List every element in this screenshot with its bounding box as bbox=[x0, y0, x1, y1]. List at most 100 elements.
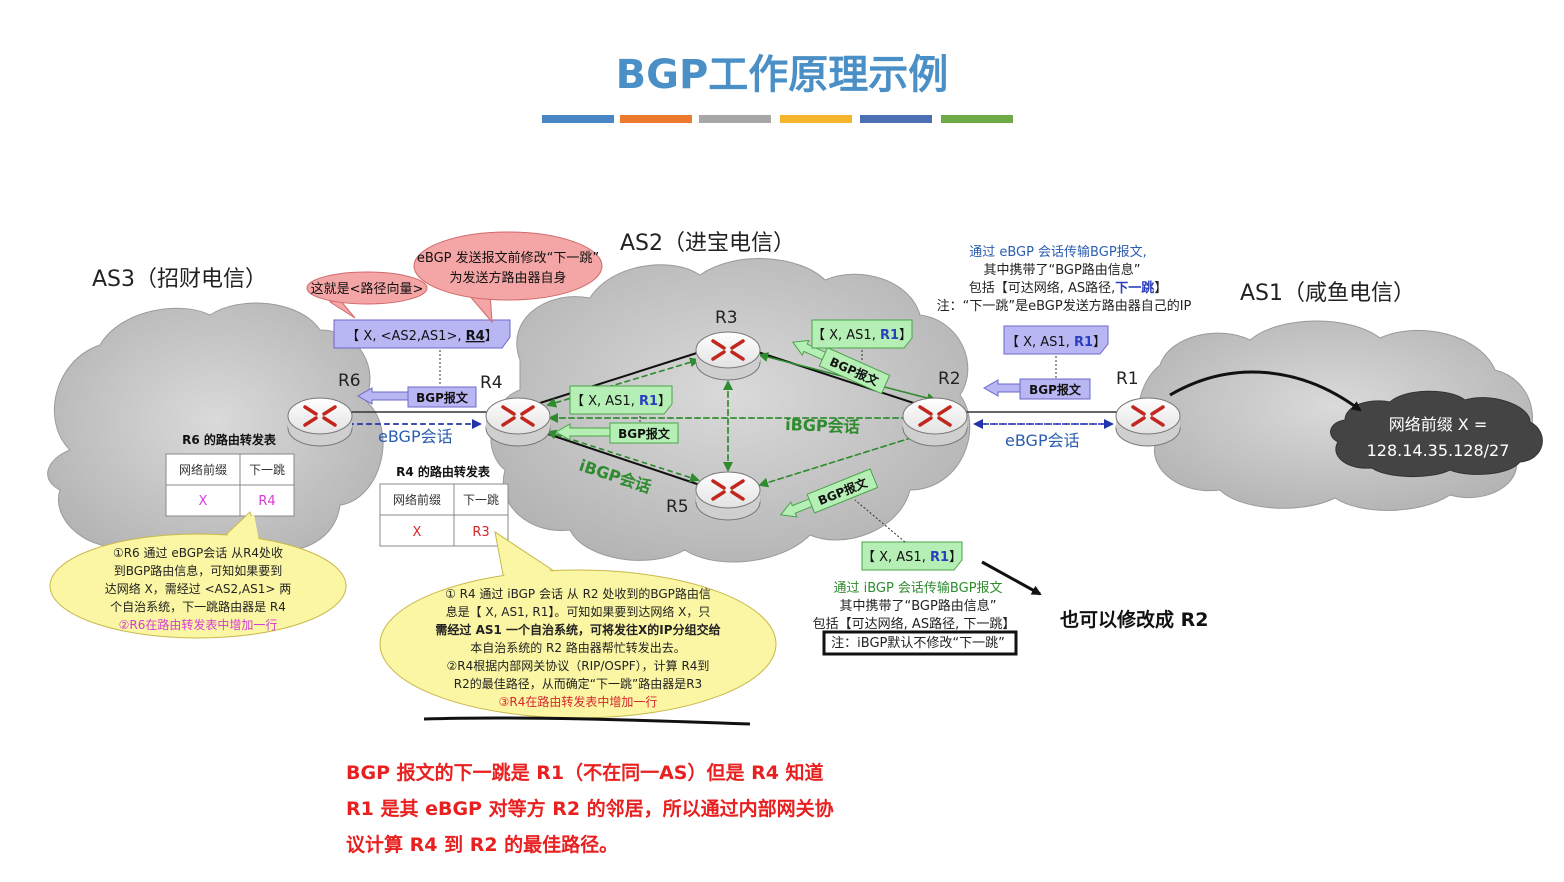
route-box-r4-out-pre: 【 X, <AS2,AS1>, bbox=[346, 329, 465, 344]
ebgp-note-line3-pre: 包括【可达网络, AS路径, bbox=[969, 280, 1116, 296]
r6-routing-table: R6 的路由转发表 网络前缀 下一跳 X R4 bbox=[165, 432, 295, 517]
router-r1-label: R1 bbox=[1116, 369, 1139, 389]
ibgp-note-highlight-box bbox=[822, 630, 1018, 656]
router-r6[interactable] bbox=[287, 397, 353, 447]
route-box-r2-to-r5-post: 】 bbox=[949, 550, 962, 565]
r4-callout-line5: ②R4根据内部网关协议（RIP/OSPF），计算 R4到 bbox=[447, 658, 710, 673]
page-title: BGP工作原理示例 bbox=[615, 52, 949, 98]
network-x-cloud: 网络前缀 X = 128.14.35.128/27 bbox=[1330, 390, 1543, 477]
ebgp-note-line4: 注：“下一跳”是eBGP发送方路由器自己的IP bbox=[937, 298, 1192, 314]
route-box-r2-to-r3: 【 X, AS1, R1】 bbox=[811, 319, 913, 362]
svg-text:【 X, AS1, R1】: 【 X, AS1, R1】 bbox=[571, 394, 671, 409]
ibgp-note-line1: 通过 iBGP 会话传输BGP报文 bbox=[833, 580, 1002, 596]
route-box-r2-to-r3-post: 】 bbox=[899, 328, 912, 343]
r6-table-header-prefix: 网络前缀 bbox=[179, 462, 227, 477]
router-r2[interactable] bbox=[902, 397, 968, 447]
side-note-arrow bbox=[981, 560, 1042, 596]
svg-text:包括【可达网络, AS路径,下一跳】: 包括【可达网络, AS路径,下一跳】 bbox=[969, 280, 1168, 296]
title-bar-3 bbox=[699, 115, 771, 123]
r4-callout-line7: ③R4在路由转发表中增加一行 bbox=[499, 694, 658, 709]
ibgp-session-top-label: iBGP会话 bbox=[785, 415, 860, 437]
path-vector-bubble: 这就是<路径向量> bbox=[306, 271, 428, 319]
route-box-r2-to-r5-hop: R1 bbox=[930, 550, 949, 565]
route-box-r1-out: 【 X, AS1, R1】 bbox=[1003, 325, 1109, 378]
path-vector-bubble-text: 这就是<路径向量> bbox=[311, 281, 424, 297]
bgp-msg-r4-to-r6: BGP报文 bbox=[356, 386, 477, 408]
r4-routing-table: R4 的路由转发表 网络前缀 下一跳 X R3 bbox=[379, 464, 509, 547]
r4-callout-line1: ① R4 通过 iBGP 会话 从 R2 处收到的BGP路由信 bbox=[445, 586, 711, 601]
ebgp-note: 通过 eBGP 会话传输BGP报文, 其中携带了“BGP路由信息” 包括【可达网… bbox=[937, 244, 1192, 314]
ebgp-note-line3-post: 】 bbox=[1154, 281, 1167, 296]
router-r3[interactable] bbox=[695, 331, 761, 381]
side-note: 也可以修改成 R2 bbox=[1060, 609, 1209, 631]
bgp-msg-label: BGP报文 bbox=[618, 426, 671, 441]
route-box-r2-to-r5-pre: 【 X, AS1, bbox=[862, 550, 930, 565]
router-r5[interactable] bbox=[695, 471, 761, 521]
router-r4-label: R4 bbox=[480, 373, 503, 393]
r4-table-header-nexthop: 下一跳 bbox=[463, 493, 499, 507]
route-box-r1-out-post: 】 bbox=[1093, 335, 1106, 350]
route-box-r3-to-r4-hop: R1 bbox=[639, 394, 658, 409]
route-box-r3-to-r4-pre: 【 X, AS1, bbox=[571, 394, 639, 409]
ibgp-note-line3: 包括【可达网络, AS路径, 下一跳】 bbox=[813, 616, 1016, 632]
bottom-note-line1: BGP 报文的下一跳是 R1（不在同一AS）但是 R4 知道 bbox=[346, 762, 824, 784]
route-box-r4-out-hop: R4 bbox=[466, 329, 485, 344]
r6-callout-line5: ②R6在路由转发表中增加一行 bbox=[119, 617, 278, 632]
bgp-msg-label: BGP报文 bbox=[1029, 382, 1082, 397]
bottom-note-line2: R1 是其 eBGP 对等方 R2 的邻居，所以通过内部网关协 bbox=[346, 798, 834, 820]
route-box-r4-out-post: 】 bbox=[485, 329, 498, 344]
r6-callout-line2: 到BGP路由信息，可知如果要到 bbox=[114, 563, 283, 578]
router-r1-icon bbox=[1131, 405, 1165, 427]
route-box-r2-to-r3-hop: R1 bbox=[880, 328, 899, 343]
svg-text:【 X, AS1, R1】: 【 X, AS1, R1】 bbox=[812, 328, 912, 343]
r6-callout-line1: ①R6 通过 eBGP会话 从R4处收 bbox=[113, 546, 283, 560]
r4-callout-underline bbox=[423, 716, 751, 726]
router-r2-label: R2 bbox=[938, 369, 961, 389]
bgp-msg-label: BGP报文 bbox=[416, 390, 469, 405]
route-box-r2-to-r3-pre: 【 X, AS1, bbox=[812, 328, 880, 343]
router-r3-icon bbox=[711, 339, 745, 361]
r4-callout-line3: 需经过 AS1 一个自治系统，可将发往X的IP分组交给 bbox=[435, 622, 720, 637]
ibgp-note: 通过 iBGP 会话传输BGP报文 其中携带了“BGP路由信息” 包括【可达网络… bbox=[813, 580, 1018, 656]
r6-table-cell-prefix: X bbox=[199, 494, 208, 509]
svg-text:【 X, <AS2,AS1>, R4】: 【 X, <AS2,AS1>, R4】 bbox=[346, 329, 497, 344]
bgp-msg-r3-to-r4: BGP报文 bbox=[554, 422, 679, 444]
r6-callout-line4: 个自治系统，下一跳路由器是 R4 bbox=[110, 599, 286, 614]
ebgp-note-line2: 其中携带了“BGP路由信息” bbox=[983, 262, 1140, 278]
route-box-r1-out-pre: 【 X, AS1, bbox=[1006, 335, 1074, 350]
title-bar-2 bbox=[620, 115, 692, 123]
r4-table-title: R4 的路由转发表 bbox=[396, 464, 491, 479]
title-bar-6 bbox=[941, 115, 1013, 123]
route-box-r3-to-r4-post: 】 bbox=[658, 394, 671, 409]
as1-label: AS1（咸鱼电信） bbox=[1240, 281, 1415, 306]
title-bar-4 bbox=[780, 115, 852, 123]
router-r1[interactable] bbox=[1115, 397, 1181, 447]
router-r4-icon bbox=[501, 405, 535, 427]
r4-callout-line6: R2的最佳路径，从而确定“下一跳”路由器是R3 bbox=[454, 676, 702, 691]
route-box-r2-to-r5: 【 X, AS1, R1】 bbox=[854, 499, 963, 571]
ebgp-session-right-label: eBGP会话 bbox=[1005, 431, 1080, 450]
ibgp-note-line2: 其中携带了“BGP路由信息” bbox=[839, 598, 996, 614]
r4-callout-line2: 息是【 X, AS1, R1】。可知如果要到达网络 X，只 bbox=[446, 604, 711, 619]
as2-label: AS2（进宝电信） bbox=[620, 231, 795, 256]
r6-table-header-nexthop: 下一跳 bbox=[249, 463, 285, 477]
next-hop-change-line1: eBGP 发送报文前修改“下一跳” bbox=[417, 250, 599, 266]
title-bar-5 bbox=[860, 115, 932, 123]
next-hop-change-line2: 为发送方路由器自身 bbox=[449, 270, 566, 286]
svg-text:【 X, AS1, R1】: 【 X, AS1, R1】 bbox=[862, 550, 962, 565]
r4-callout: ① R4 通过 iBGP 会话 从 R2 处收到的BGP路由信 息是【 X, A… bbox=[379, 530, 777, 719]
router-r2-icon bbox=[918, 405, 952, 427]
bottom-note: BGP 报文的下一跳是 R1（不在同一AS）但是 R4 知道 R1 是其 eBG… bbox=[346, 755, 966, 863]
ebgp-note-line1: 通过 eBGP 会话传输BGP报文, bbox=[969, 244, 1147, 260]
route-box-r4-out: 【 X, <AS2,AS1>, R4】 bbox=[333, 319, 511, 384]
r6-table-cell-nexthop: R4 bbox=[258, 494, 275, 509]
router-r5-label: R5 bbox=[666, 497, 689, 517]
r6-table-title: R6 的路由转发表 bbox=[182, 432, 277, 447]
router-r6-label: R6 bbox=[338, 371, 361, 391]
router-r4[interactable] bbox=[485, 397, 551, 447]
router-r6-icon bbox=[303, 405, 337, 427]
bgp-msg-r1-to-r2: BGP报文 bbox=[982, 378, 1091, 400]
route-box-r3-to-r4: 【 X, AS1, R1】 bbox=[569, 385, 673, 424]
network-prefix-line2: 128.14.35.128/27 bbox=[1367, 441, 1510, 460]
